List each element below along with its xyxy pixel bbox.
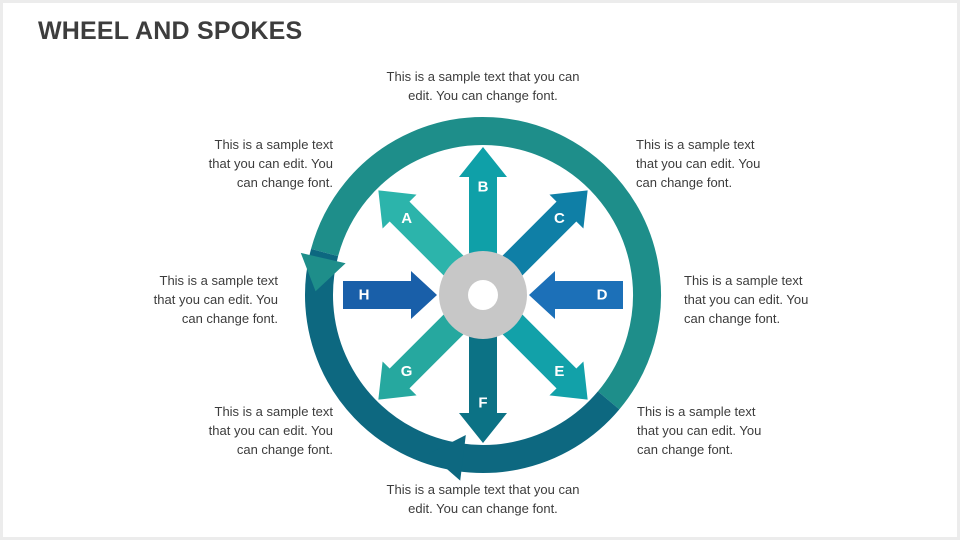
caption-bottom-center: This is a sample text that you can edit.… — [386, 482, 580, 516]
spoke-label-D: D — [597, 287, 608, 304]
caption-middle-left: This is a sample text that you can edit.… — [153, 273, 278, 326]
spoke-arrow-D — [529, 271, 623, 319]
ring-arc-top-arrowhead — [300, 252, 346, 292]
spoke-arrow-F — [459, 317, 507, 443]
spoke-label-F: F — [478, 395, 487, 412]
spoke-label-E: E — [554, 363, 564, 380]
ring-arc-bottom-arrowhead — [429, 434, 466, 481]
wheel-and-spokes-diagram: A B C D E F G H — [300, 117, 661, 481]
caption-lower-right: This is a sample text that you can edit.… — [637, 404, 762, 457]
ring-arc-bottom — [305, 248, 620, 473]
caption-top-center: This is a sample text that you can edit.… — [386, 69, 580, 103]
spoke-label-B: B — [478, 179, 489, 196]
caption-middle-right: This is a sample text that you can edit.… — [684, 273, 809, 326]
hub-center — [468, 280, 498, 310]
caption-upper-right: This is a sample text that you can edit.… — [636, 137, 761, 190]
ring-arc-top — [311, 117, 661, 410]
spoke-arrow-B — [459, 147, 507, 273]
spoke-label-C: C — [554, 210, 565, 227]
spoke-label-H: H — [359, 287, 370, 304]
spoke-arrow-H — [343, 271, 437, 319]
spoke-label-A: A — [401, 210, 412, 227]
spoke-label-G: G — [401, 363, 413, 380]
caption-upper-left: This is a sample text that you can edit.… — [208, 137, 333, 190]
caption-lower-left: This is a sample text that you can edit.… — [208, 404, 333, 457]
slide-title: WHEEL AND SPOKES — [38, 17, 303, 45]
